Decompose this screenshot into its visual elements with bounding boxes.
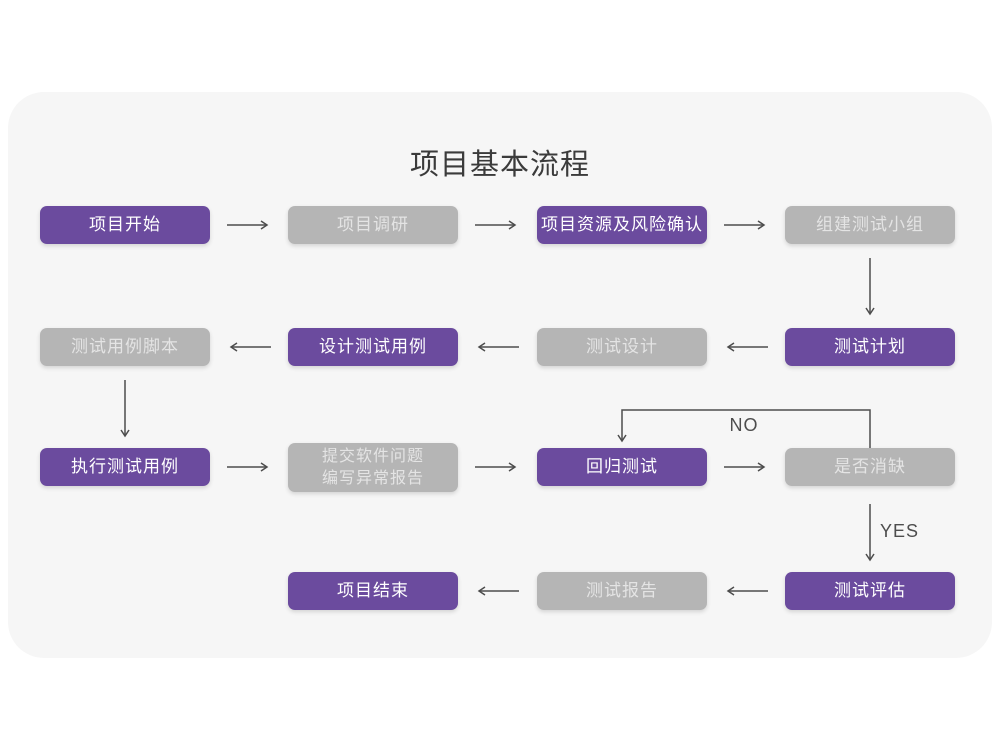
flow-node-regression-test: 回归测试: [537, 448, 707, 486]
flowchart-card: [8, 92, 992, 658]
flow-node-submit-issues: 提交软件问题 编写异常报告: [288, 443, 458, 492]
flow-node-design-test-cases: 设计测试用例: [288, 328, 458, 366]
flow-node-test-evaluation: 测试评估: [785, 572, 955, 610]
flow-node-defect-resolved: 是否消缺: [785, 448, 955, 486]
flow-node-test-report: 测试报告: [537, 572, 707, 610]
flow-node-test-design: 测试设计: [537, 328, 707, 366]
flow-node-project-research: 项目调研: [288, 206, 458, 244]
flow-node-project-end: 项目结束: [288, 572, 458, 610]
flow-node-execute-test-cases: 执行测试用例: [40, 448, 210, 486]
flow-node-test-plan: 测试计划: [785, 328, 955, 366]
edge-label-yes: YES: [880, 521, 920, 541]
page-title: 项目基本流程: [409, 149, 590, 181]
flow-node-project-start: 项目开始: [40, 206, 210, 244]
flow-node-resources-risk-confirm: 项目资源及风险确认: [537, 206, 707, 244]
edge-label-no: NO: [729, 415, 759, 435]
flow-node-test-case-scripts: 测试用例脚本: [40, 328, 210, 366]
flow-node-build-test-team: 组建测试小组: [785, 206, 955, 244]
flow-node-line-1: 提交软件问题: [321, 447, 424, 465]
flow-node-line-2: 编写异常报告: [321, 469, 424, 487]
